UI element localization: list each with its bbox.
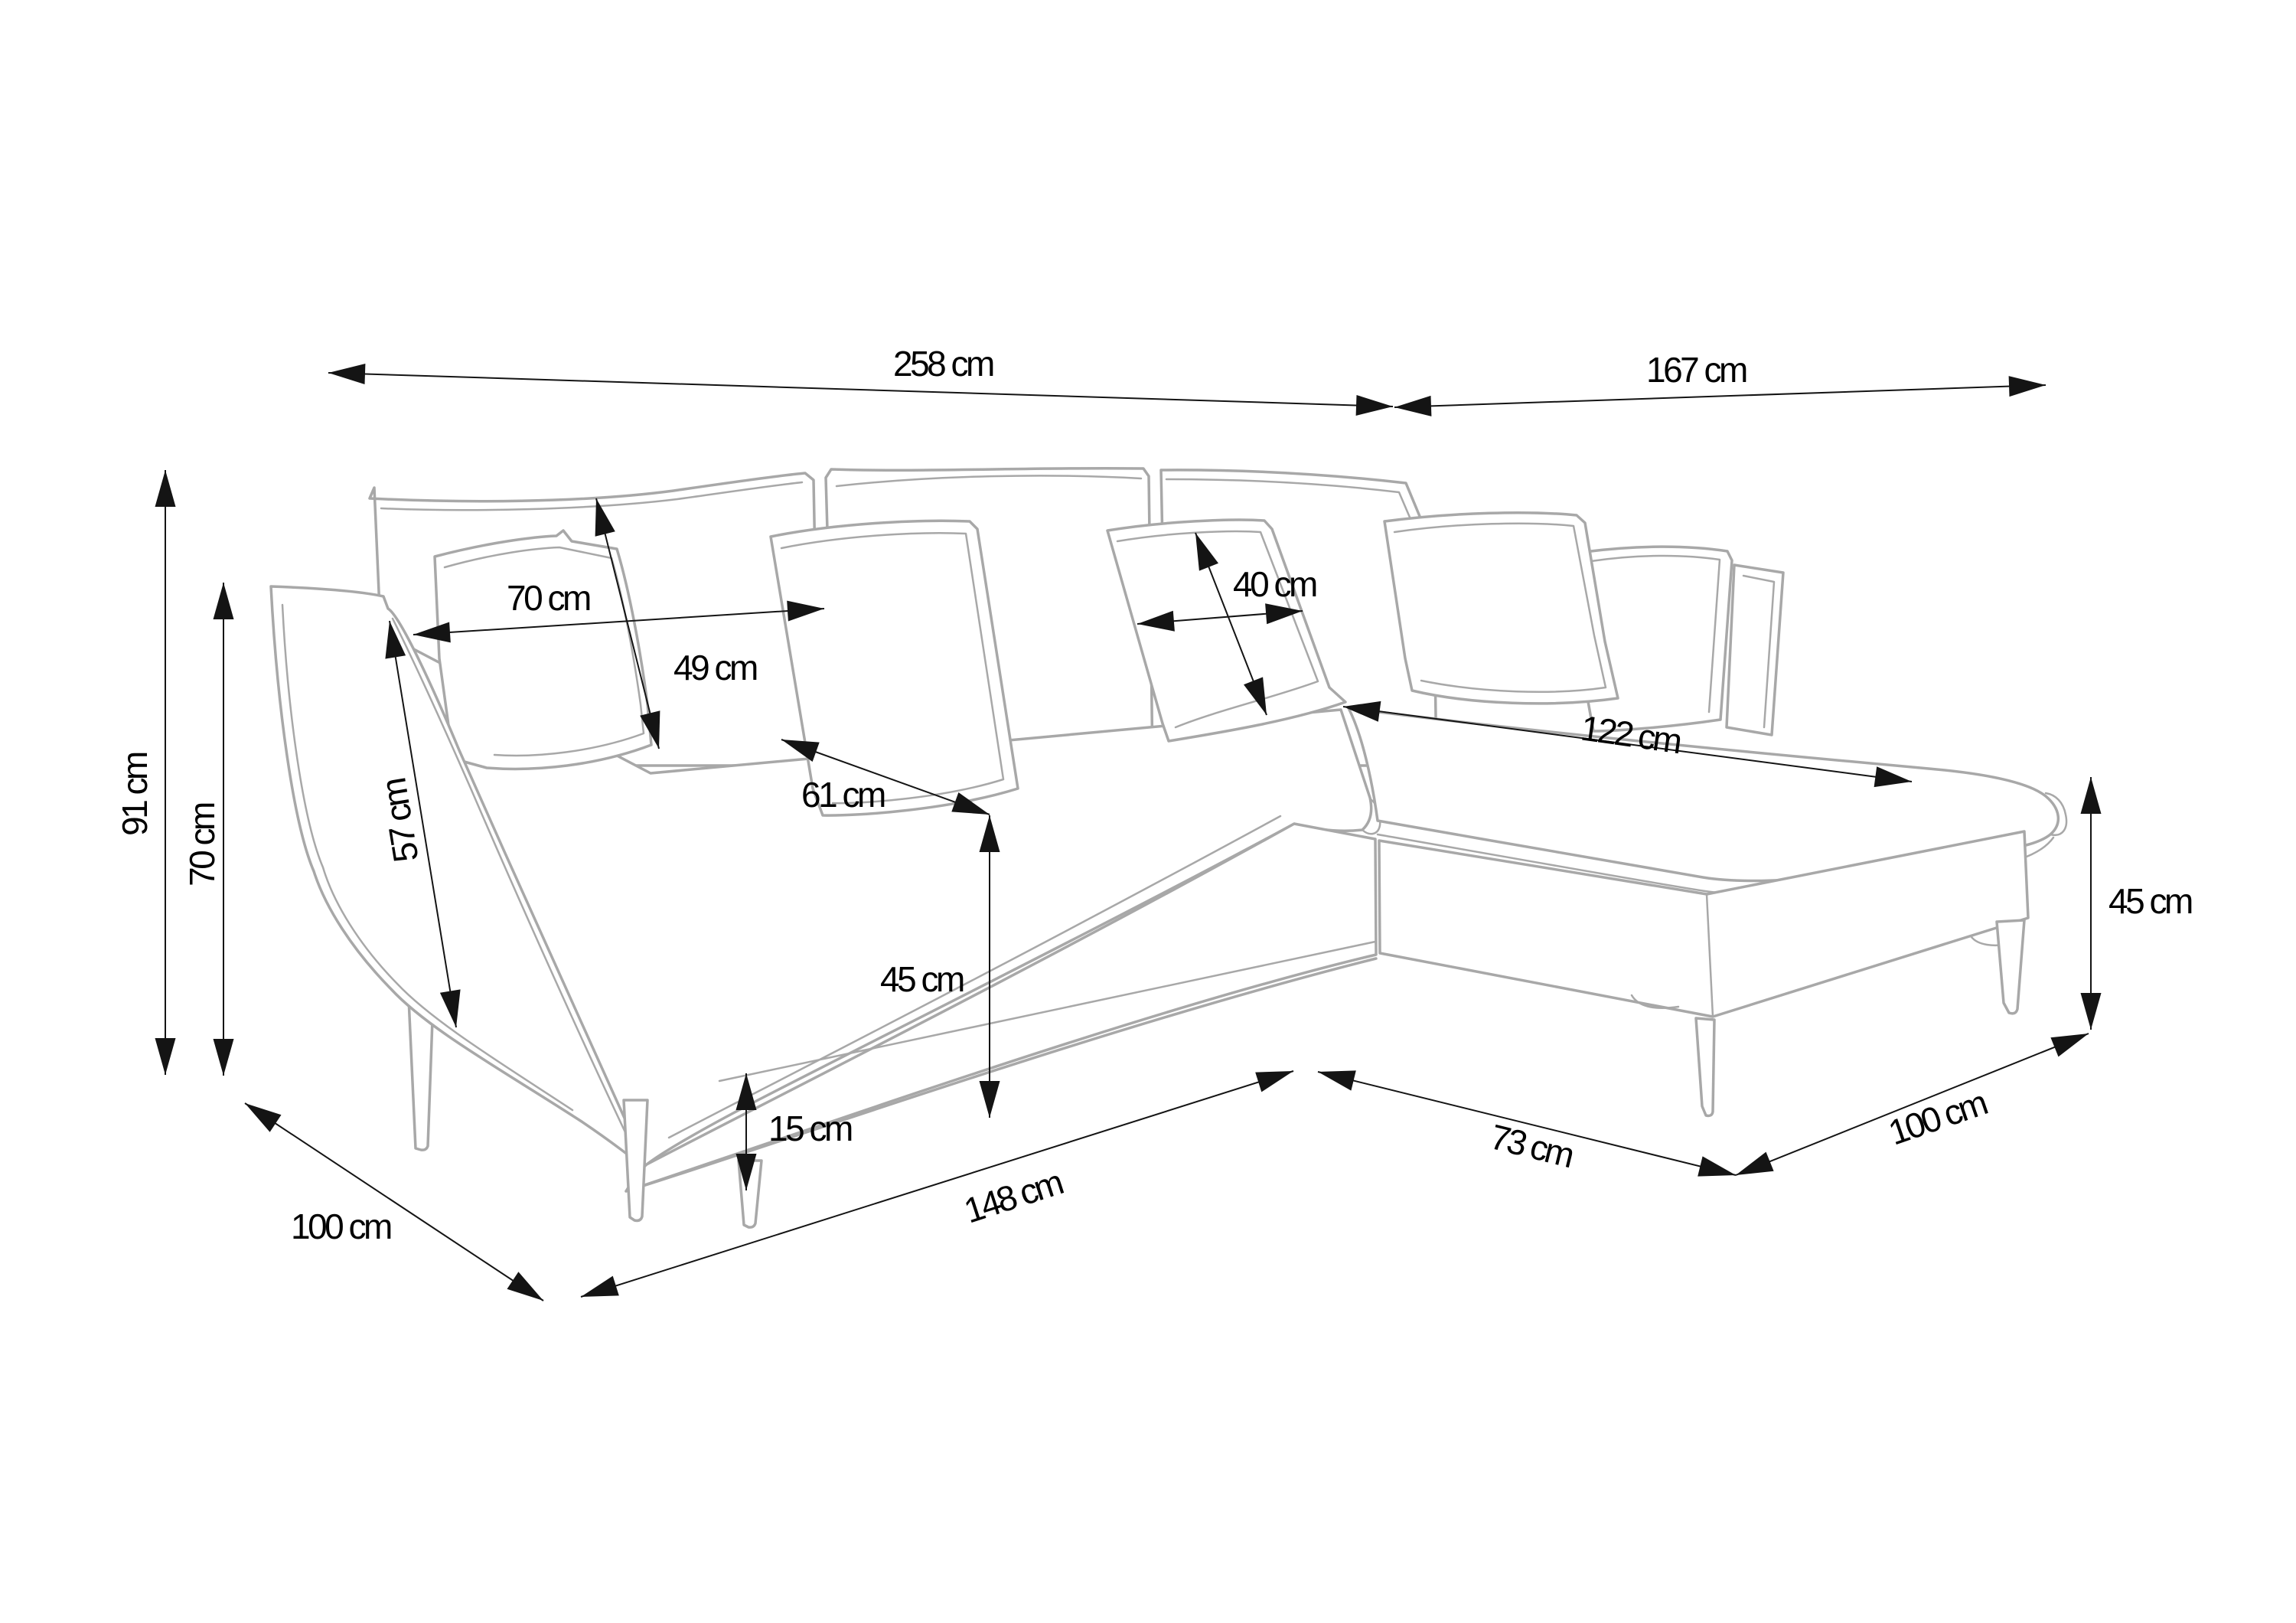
svg-text:70 cm: 70 cm [507, 578, 590, 618]
svg-text:91 cm: 91 cm [115, 753, 155, 836]
svg-text:45 cm: 45 cm [2108, 881, 2192, 921]
svg-text:40 cm: 40 cm [1233, 564, 1316, 604]
svg-text:100 cm: 100 cm [291, 1207, 391, 1246]
svg-text:15 cm: 15 cm [768, 1109, 852, 1148]
svg-text:49 cm: 49 cm [673, 648, 757, 687]
svg-text:258 cm: 258 cm [893, 344, 993, 384]
svg-text:167 cm: 167 cm [1646, 350, 1746, 390]
svg-text:61 cm: 61 cm [801, 775, 885, 815]
svg-text:70 cm: 70 cm [182, 803, 222, 887]
svg-text:45 cm: 45 cm [880, 959, 964, 999]
